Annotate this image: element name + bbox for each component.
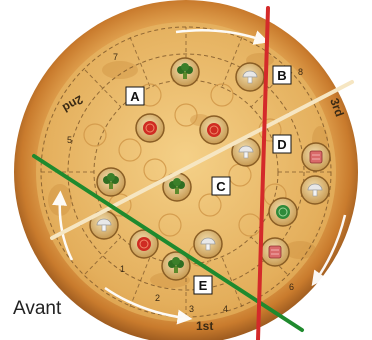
cell-number-7: 7 — [113, 52, 118, 62]
zone-label-d-text: D — [277, 137, 286, 152]
zone-label-e-text: E — [199, 278, 208, 293]
tomato-icon — [276, 205, 290, 219]
topping-token-3 — [136, 114, 164, 142]
zone-label-a: A — [126, 87, 144, 105]
tomato-icon — [207, 123, 221, 137]
caption-avant: Avant — [13, 298, 61, 320]
cell-number-3: 3 — [189, 304, 194, 314]
zone-label-d: D — [273, 135, 291, 153]
ham-icon — [269, 246, 281, 258]
cell-number-6: 6 — [289, 282, 294, 292]
cell-number-1: 1 — [120, 264, 125, 274]
topping-token-6 — [302, 143, 330, 171]
zone-label-b: B — [273, 66, 291, 84]
topping-token-10 — [269, 198, 297, 226]
cell-number-5: 5 — [67, 135, 72, 145]
ham-icon — [310, 151, 322, 163]
topping-token-9 — [301, 176, 329, 204]
zone-label-b-text: B — [277, 68, 286, 83]
zone-label-a-text: A — [130, 89, 140, 104]
topping-token-15 — [261, 238, 289, 266]
tomato-icon — [137, 237, 151, 251]
zone-label-c-text: C — [216, 179, 226, 194]
tomato-icon — [143, 121, 157, 135]
topping-token-1 — [171, 58, 199, 86]
topping-token-2 — [236, 63, 264, 91]
topping-token-8 — [97, 168, 125, 196]
cell-number-2: 2 — [155, 293, 160, 303]
topping-token-4 — [200, 116, 228, 144]
topping-token-13 — [194, 230, 222, 258]
zone-label-e: E — [194, 276, 212, 294]
cell-number-8: 8 — [298, 67, 303, 77]
zone-label-c: C — [212, 177, 230, 195]
cell-number-4: 4 — [223, 304, 228, 314]
ring-label-1st: 1st — [196, 319, 213, 333]
